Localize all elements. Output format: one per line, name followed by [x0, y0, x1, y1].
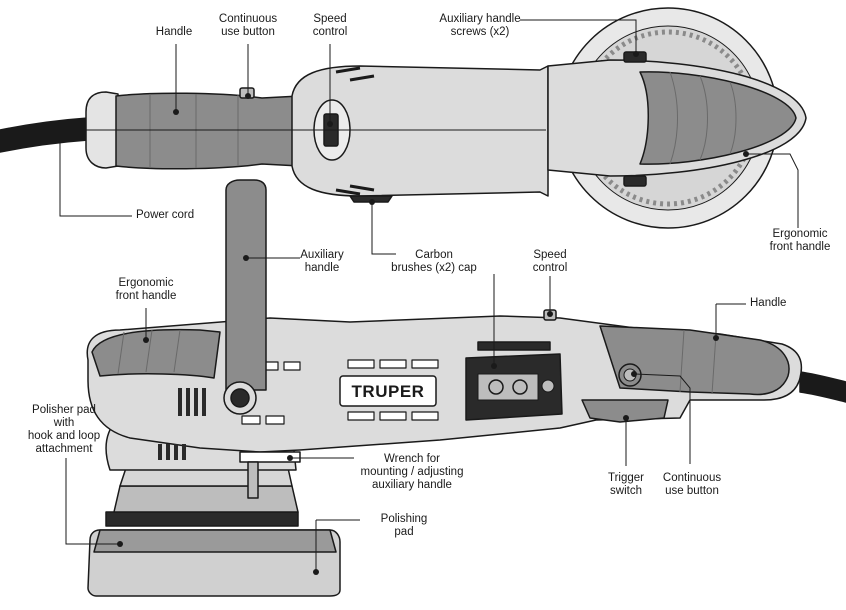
label-side-trigger-switch: Trigger switch — [608, 472, 644, 497]
side-front-grip — [91, 328, 221, 379]
label-side-polishing-pad: Polishing pad — [380, 513, 428, 538]
top-body — [291, 65, 549, 197]
label-side-ergonomic-front-handle: Ergonomic front handle — [115, 277, 177, 302]
top-brush-cap — [349, 195, 393, 203]
label-top-handle: Handle — [155, 26, 193, 38]
top-view — [0, 7, 807, 229]
brand-logo-text: TRUPER — [352, 382, 425, 401]
top-aux-screw-lower — [623, 175, 647, 187]
side-trigger-shape — [581, 399, 669, 423]
label-top-power-cord: Power cord — [136, 209, 195, 221]
label-top-ergonomic-front-handle: Ergonomic front handle — [769, 228, 831, 253]
label-side-speed-control: Speed control — [532, 249, 568, 274]
label-side-carbon-brushes-cap: Carbon brushes (x2) cap — [391, 249, 477, 274]
side-rear-grip — [599, 325, 790, 396]
side-power-cord-shape — [799, 371, 846, 403]
side-polisher-pad-shape — [113, 485, 299, 513]
side-vents — [241, 359, 439, 425]
side-grille — [158, 388, 206, 460]
label-side-auxiliary-handle: Auxiliary handle — [300, 249, 344, 274]
label-side-wrench: Wrench for mounting / adjusting auxiliar… — [360, 453, 464, 491]
label-top-aux-handle-screws: Auxiliary handle screws (x2) — [439, 13, 521, 38]
label-side-polisher-pad: Polisher pad with hook and loop attachme… — [27, 404, 101, 455]
label-top-speed-control: Speed control — [312, 13, 348, 38]
brand-plate — [339, 375, 437, 407]
side-aux-handle-shape — [225, 179, 267, 391]
label-side-continuous-use-button: Continuous use button — [662, 472, 722, 497]
side-backing-plate — [105, 511, 299, 527]
side-wrench-shape — [239, 451, 301, 463]
label-side-handle: Handle — [750, 297, 787, 309]
top-handle-grip — [115, 92, 301, 170]
leader-lines — [59, 19, 799, 572]
top-power-cord-shape — [0, 117, 89, 153]
top-front-handle-grip — [639, 71, 797, 165]
side-view — [86, 179, 846, 597]
label-top-continuous-use-button: Continuous use button — [218, 13, 278, 38]
leader-dots — [57, 51, 749, 575]
